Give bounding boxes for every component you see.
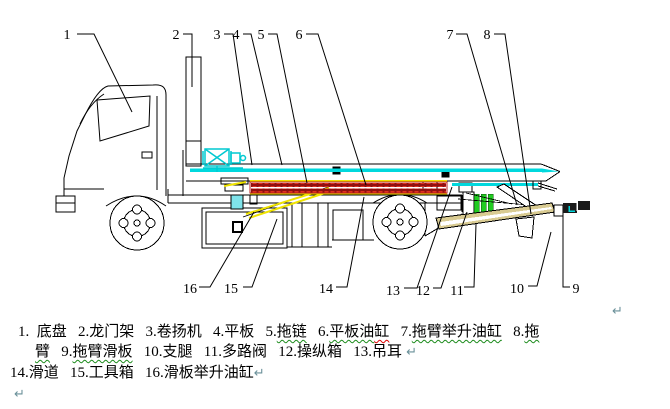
legend-line: ↵	[0, 384, 670, 405]
legend-text: 8.	[501, 324, 525, 340]
leader-6	[306, 33, 367, 186]
deck-strip	[190, 168, 559, 173]
leader-5	[268, 33, 308, 184]
callout-13: 13	[386, 284, 400, 299]
rear-slide	[452, 180, 558, 192]
leader-11	[464, 223, 477, 288]
paragraph-mark: ↵	[612, 304, 623, 319]
legend-text: 1. 底盘 2.龙门架 3.卷扬机 4.平板 5.	[18, 324, 277, 340]
callout-5: 5	[258, 28, 265, 43]
truck-cab	[55, 84, 167, 213]
truck-diagram: 1 2 3 4 5 6 7 8 16 15 14 13 12 11 10 9	[55, 28, 590, 299]
tow-arm-slide-plate	[553, 201, 590, 217]
front-wheel	[109, 195, 165, 251]
cab-window	[96, 95, 151, 142]
callout-6: 6	[296, 28, 303, 43]
legend-text: 拖	[524, 324, 540, 340]
legend-line: 14.滑道 15.工具箱 16.滑板举升油缸↵	[0, 363, 670, 384]
drag-chain	[249, 179, 448, 195]
legend-text: 拖臂举升油缸	[411, 324, 502, 340]
callout-14: 14	[319, 282, 333, 297]
leader-4	[243, 33, 283, 166]
legend-text: 平板油	[329, 324, 375, 340]
rear-wheel	[372, 194, 428, 250]
callout-10: 10	[510, 282, 524, 297]
callout-7: 7	[447, 28, 454, 43]
callout-11: 11	[450, 284, 463, 299]
winch	[202, 148, 247, 172]
paragraph-mark: ↵	[401, 345, 418, 360]
callout-2: 2	[173, 28, 180, 43]
callout-4: 4	[233, 28, 240, 43]
leader-3	[224, 33, 253, 166]
legend-text: 10.支腿 11.多路阀 12.操纵箱 13.吊耳	[132, 344, 402, 360]
leader-1	[77, 33, 133, 113]
legend-text: 7.	[389, 324, 412, 340]
slide-lift-cylinder-body	[230, 194, 244, 210]
tow-arm	[435, 202, 556, 230]
support-leg	[515, 216, 535, 239]
callout-16: 16	[183, 282, 197, 297]
callout-1: 1	[64, 28, 71, 43]
leader-16	[199, 211, 255, 288]
legend-text: 14.滑道 15.工具箱 16.滑板举升油缸	[10, 365, 254, 381]
front-bumper	[55, 195, 76, 213]
legend-text: 9.	[50, 344, 73, 360]
legend-line: 臂 9.拖臂滑板 10.支腿 11.多路阀 12.操纵箱 13.吊耳 ↵	[0, 342, 670, 363]
legend-text: 缸	[374, 324, 390, 340]
gantry-frame	[182, 56, 202, 196]
door-handle	[141, 151, 153, 159]
leader-13	[404, 186, 453, 289]
legend-text: 拖臂滑板	[72, 344, 133, 360]
leader-14	[336, 196, 365, 288]
callout-8: 8	[484, 28, 491, 43]
paragraph-mark: ↵	[253, 366, 265, 381]
leader-15	[243, 218, 278, 288]
callout-9: 9	[573, 282, 580, 297]
legend-line: 1. 底盘 2.龙门架 3.卷扬机 4.平板 5.拖链 6.平板油缸 7.拖臂举…	[0, 322, 670, 342]
leader-7	[456, 33, 518, 206]
callout-12: 12	[416, 284, 430, 299]
legend-text: 6.	[306, 324, 330, 340]
leader-12	[433, 211, 468, 289]
leader-lines	[77, 33, 570, 289]
leader-2	[183, 33, 193, 87]
legend-text: 拖链	[276, 324, 307, 340]
toolbox	[201, 207, 288, 249]
paragraph-mark: ↵	[14, 387, 25, 402]
legend: 1. 底盘 2.龙门架 3.卷扬机 4.平板 5.拖链 6.平板油缸 7.拖臂举…	[0, 322, 670, 405]
leader-8	[494, 33, 532, 215]
toolbox-lock	[232, 221, 243, 233]
legend-text: 臂	[35, 344, 51, 360]
callout-15: 15	[224, 282, 238, 297]
leader-9	[562, 215, 570, 288]
callout-3: 3	[214, 28, 221, 43]
callout-labels: 1 2 3 4 5 6 7 8 16 15 14 13 12 11 10 9	[64, 28, 580, 299]
leader-10	[528, 231, 552, 287]
